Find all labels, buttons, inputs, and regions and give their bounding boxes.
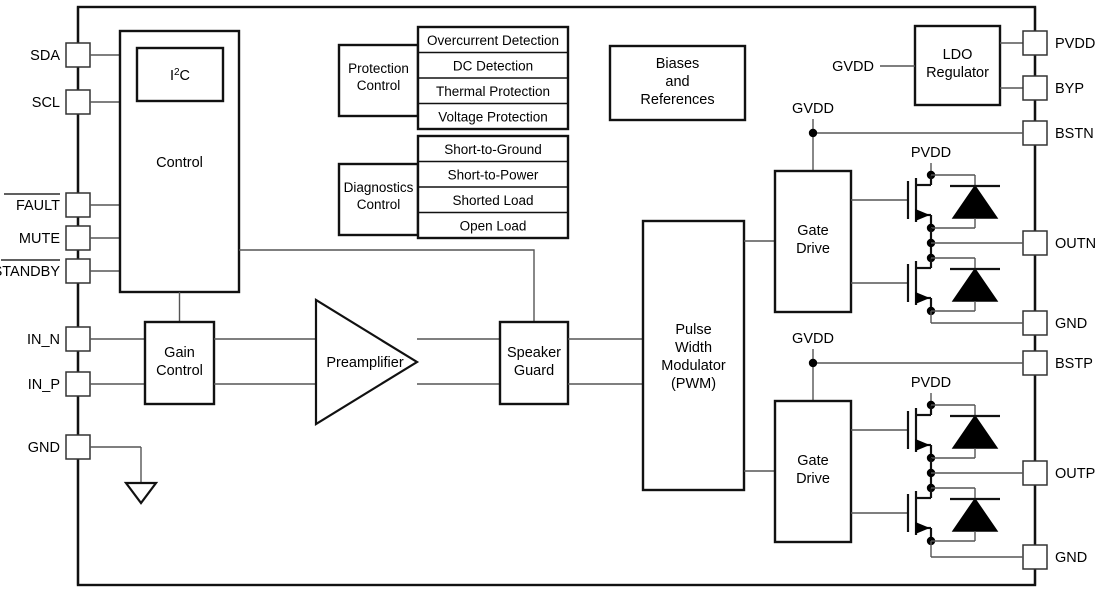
protection-control-block: Protection Control bbox=[337, 43, 420, 118]
diagnostics-item-0: Short-to-Ground bbox=[444, 142, 542, 157]
pin-label-in-p: IN_P bbox=[28, 377, 60, 393]
gain-control-label-2: Control bbox=[156, 363, 203, 379]
protection-item-3: Voltage Protection bbox=[438, 110, 548, 125]
pin-label-gnd-top-right: GND bbox=[1055, 316, 1087, 332]
pin-outn[interactable]: OUTN bbox=[1022, 230, 1096, 256]
i2c-block: I2C bbox=[135, 46, 225, 103]
protection-control-label-2: Control bbox=[357, 78, 401, 93]
pin-in-p[interactable]: IN_P bbox=[28, 371, 145, 397]
gvdd-node-top: GVDD bbox=[792, 101, 1023, 171]
pwm-label-2: Width bbox=[675, 340, 712, 356]
ldo-regulator-block: LDO Regulator bbox=[913, 24, 1002, 107]
pin-label-scl: SCL bbox=[32, 95, 60, 111]
pin-bstp[interactable]: BSTP bbox=[1022, 350, 1093, 376]
pvdd-rail-top: PVDD bbox=[911, 145, 951, 180]
wire-control-speakerguard bbox=[239, 249, 535, 322]
label-pvdd-bottom: PVDD bbox=[911, 375, 951, 391]
preamplifier-block: Preamplifier bbox=[314, 298, 420, 426]
pin-gnd-top-right[interactable]: GND bbox=[1022, 310, 1087, 336]
diagnostics-item-3: Open Load bbox=[460, 219, 527, 234]
pin-label-outp: OUTP bbox=[1055, 466, 1095, 482]
label-gvdd-bottom: GVDD bbox=[792, 331, 834, 347]
pin-bstn[interactable]: BSTN bbox=[1022, 120, 1094, 146]
gain-control-label-1: Gain bbox=[164, 345, 195, 361]
pin-label-fault: FAULT bbox=[16, 198, 60, 214]
pin-label-in-n: IN_N bbox=[27, 332, 60, 348]
diagnostics-items-list: Short-to-Ground Short-to-Power Shorted L… bbox=[416, 134, 570, 240]
control-label: Control bbox=[156, 155, 203, 171]
biases-label-2: and bbox=[665, 74, 689, 90]
ldo-label-2: Regulator bbox=[926, 65, 989, 81]
pin-label-gnd-left: GND bbox=[28, 440, 60, 456]
left-pins: SDA SCL FAULT MUTE STANDBY bbox=[0, 42, 145, 483]
label-pvdd-top: PVDD bbox=[911, 145, 951, 161]
protection-control-label-1: Protection bbox=[348, 61, 409, 76]
gate-drive-bottom-label-2: Drive bbox=[796, 471, 830, 487]
pin-label-mute: MUTE bbox=[19, 231, 60, 247]
i2c-label: I2C bbox=[170, 67, 190, 84]
pin-label-bstp: BSTP bbox=[1055, 356, 1093, 372]
pin-outp[interactable]: OUTP bbox=[1022, 460, 1095, 486]
diagnostics-control-block: Diagnostics Control bbox=[337, 162, 420, 237]
gate-drive-top-label-1: Gate bbox=[797, 223, 828, 239]
gain-control-block: Gain Control bbox=[143, 320, 216, 406]
gvdd-node-bottom: GVDD bbox=[792, 331, 1023, 401]
pin-fault[interactable]: FAULT bbox=[4, 192, 120, 218]
pin-label-sda: SDA bbox=[30, 48, 60, 64]
pin-label-pvdd: PVDD bbox=[1055, 36, 1095, 52]
speaker-guard-label-2: Guard bbox=[514, 363, 554, 379]
pin-label-outn: OUTN bbox=[1055, 236, 1096, 252]
protection-items-list: Overcurrent Detection DC Detection Therm… bbox=[416, 25, 570, 131]
pin-in-n[interactable]: IN_N bbox=[27, 326, 145, 352]
protection-item-1: DC Detection bbox=[453, 59, 533, 74]
gate-drive-top-label-2: Drive bbox=[796, 241, 830, 257]
protection-item-0: Overcurrent Detection bbox=[427, 33, 559, 48]
ground-symbol bbox=[123, 481, 159, 505]
biases-label-3: References bbox=[640, 92, 714, 108]
mosfet-high-side-top bbox=[851, 174, 1000, 233]
diagnostics-control-label-1: Diagnostics bbox=[344, 180, 414, 195]
speaker-guard-block: Speaker Guard bbox=[498, 320, 570, 406]
diagnostics-item-2: Shorted Load bbox=[452, 193, 533, 208]
pin-label-byp: BYP bbox=[1055, 81, 1084, 97]
preamplifier-label: Preamplifier bbox=[326, 355, 404, 371]
mosfet-high-side-bottom bbox=[851, 404, 1000, 463]
pwm-block: Pulse Width Modulator (PWM) bbox=[641, 219, 746, 492]
gate-drive-bottom-block: Gate Drive bbox=[773, 399, 853, 544]
pin-scl[interactable]: SCL bbox=[32, 89, 120, 115]
pwm-label-4: (PWM) bbox=[671, 376, 716, 392]
gate-drive-top-block: Gate Drive bbox=[773, 169, 853, 314]
diagnostics-item-1: Short-to-Power bbox=[448, 168, 539, 183]
outn-node bbox=[926, 228, 1023, 258]
mosfet-low-side-top bbox=[851, 253, 1023, 324]
diagnostics-control-label-2: Control bbox=[357, 197, 401, 212]
pin-gnd-left[interactable]: GND bbox=[28, 434, 142, 483]
ldo-label-1: LDO bbox=[943, 47, 973, 63]
right-pins: PVDD BYP BSTN OUTN GND BSTP OUTP GND bbox=[1022, 30, 1096, 570]
pin-pvdd[interactable]: PVDD bbox=[1022, 30, 1095, 56]
pin-label-gnd-bottom-right: GND bbox=[1055, 550, 1087, 566]
pin-label-bstn: BSTN bbox=[1055, 126, 1094, 142]
pin-gnd-bottom-right[interactable]: GND bbox=[1022, 544, 1087, 570]
label-gvdd-top: GVDD bbox=[792, 101, 834, 117]
protection-item-2: Thermal Protection bbox=[436, 84, 550, 99]
label-gvdd-ldo-input: GVDD bbox=[832, 59, 874, 75]
outp-node bbox=[926, 458, 1023, 488]
pin-mute[interactable]: MUTE bbox=[19, 225, 120, 251]
speaker-guard-label-1: Speaker bbox=[507, 345, 561, 361]
gate-drive-bottom-label-1: Gate bbox=[797, 453, 828, 469]
pin-standby[interactable]: STANDBY bbox=[0, 258, 120, 284]
pwm-label-3: Modulator bbox=[661, 358, 726, 374]
pwm-label-1: Pulse bbox=[675, 322, 711, 338]
biases-references-block: Biases and References bbox=[608, 44, 747, 122]
pin-byp[interactable]: BYP bbox=[1022, 75, 1084, 101]
mosfet-low-side-bottom bbox=[851, 483, 1023, 558]
pin-label-standby: STANDBY bbox=[0, 264, 60, 280]
pin-sda[interactable]: SDA bbox=[30, 42, 120, 68]
biases-label-1: Biases bbox=[656, 56, 700, 72]
pvdd-rail-bottom: PVDD bbox=[911, 375, 951, 410]
